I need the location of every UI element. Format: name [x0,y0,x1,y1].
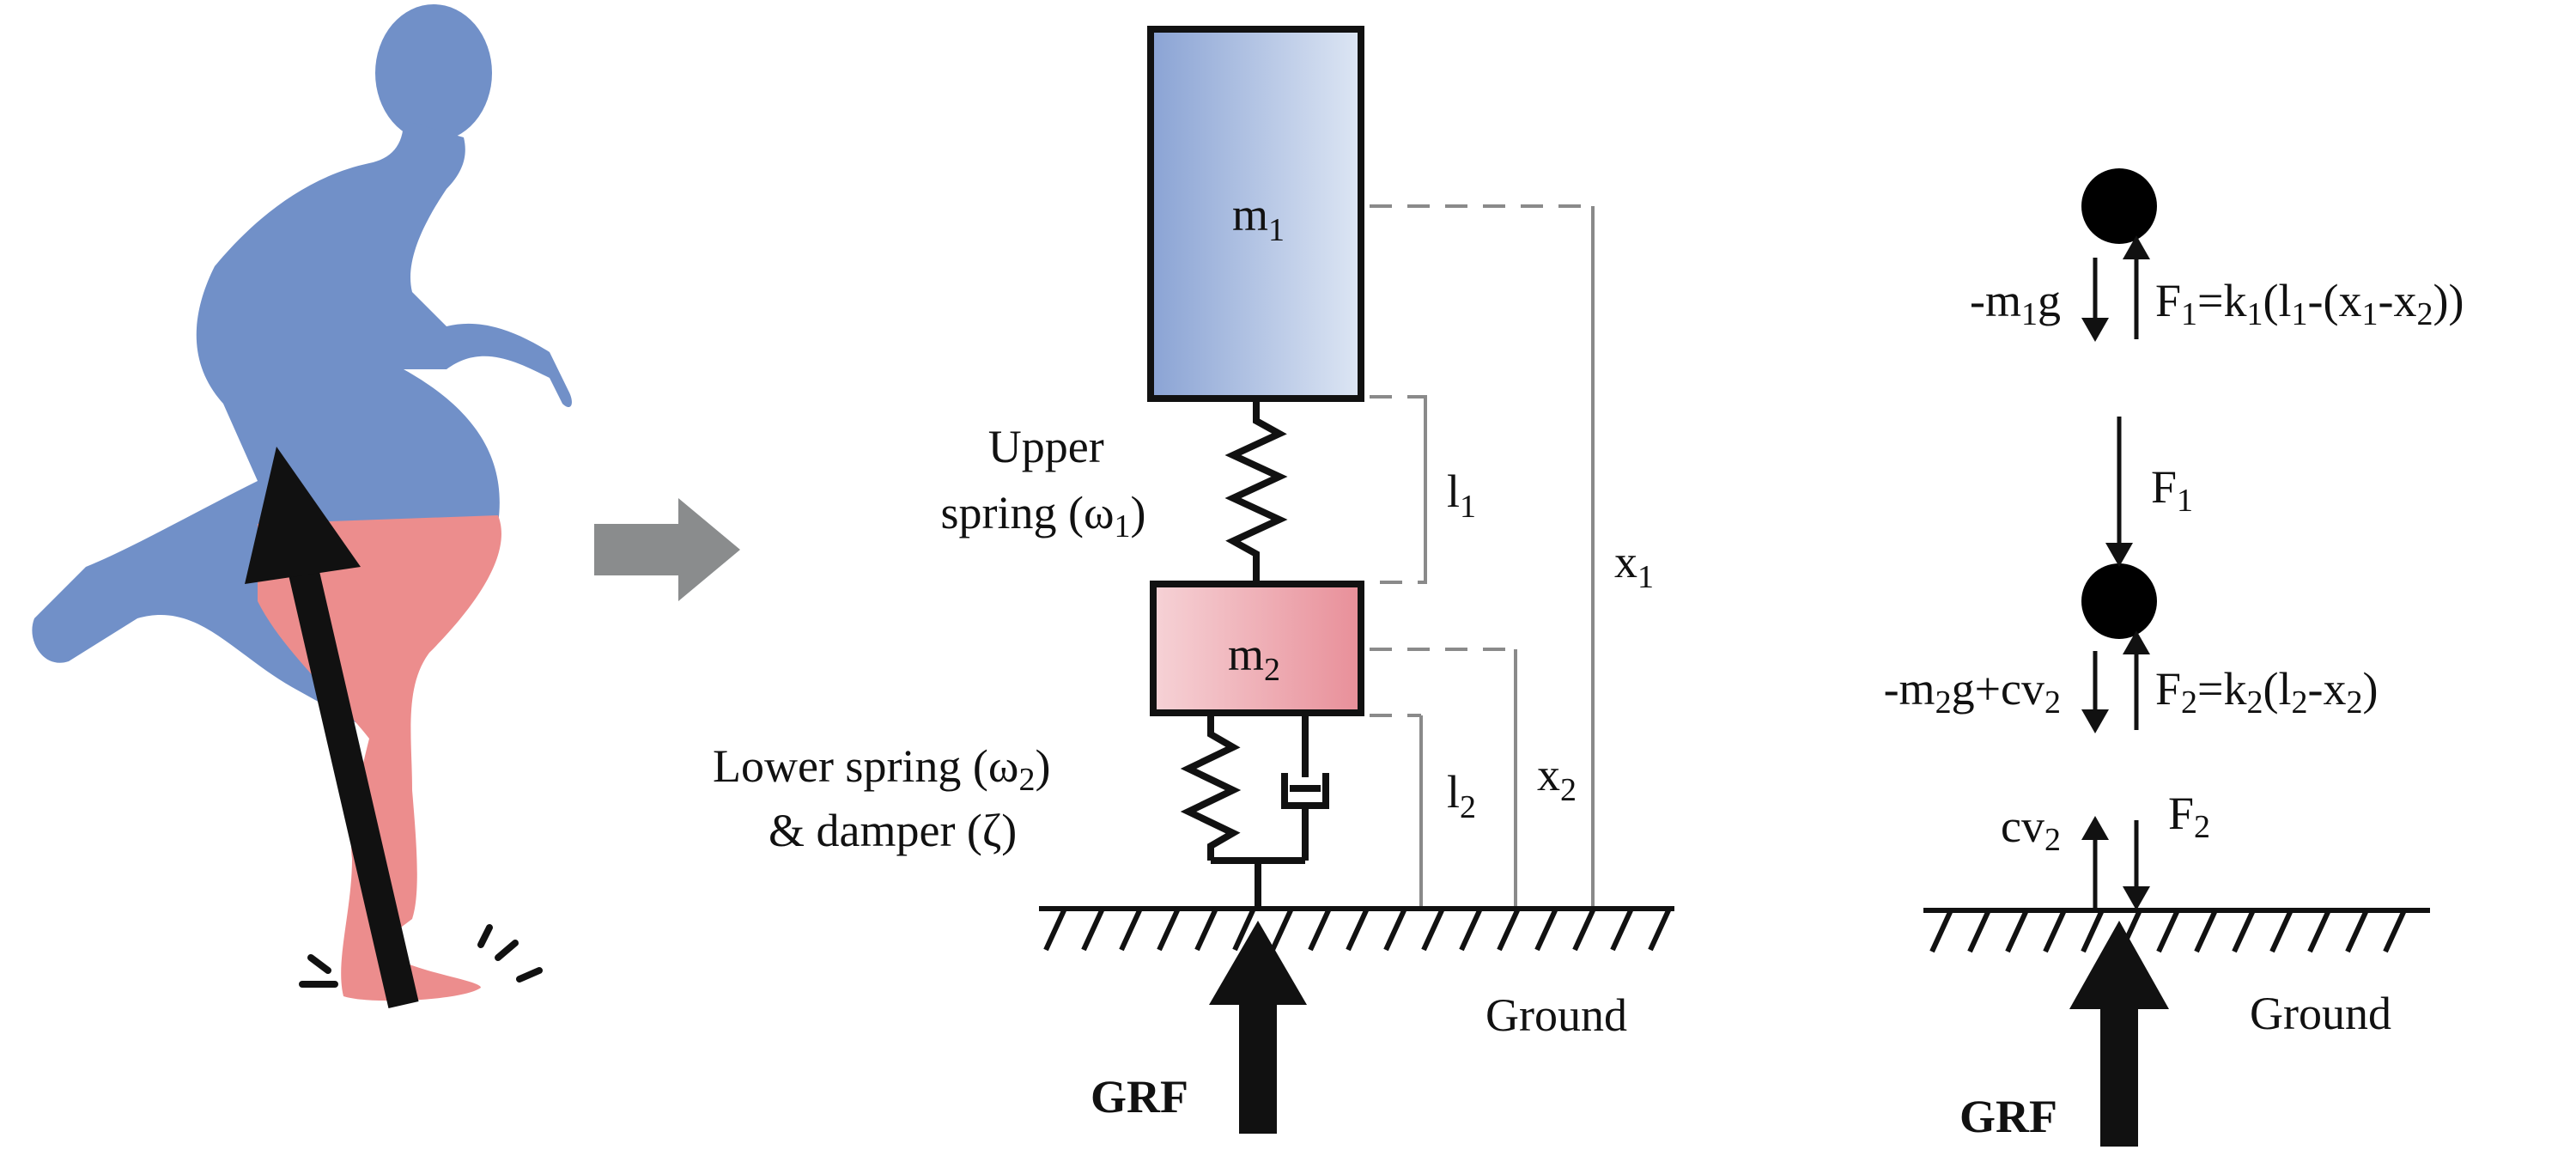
ground-line-left [1039,906,1674,952]
mass-2-dot [2081,563,2157,639]
ground-hatch-mark [1497,907,1521,952]
ground-label-right: Ground [2250,988,2391,1039]
f2-label: F2 [2168,788,2210,845]
ground-hatch-mark [1648,907,1672,952]
upper-spring-label: Upper spring (ω1) [940,421,1145,545]
runner-silhouette [32,4,572,1009]
ground-hatch-mark [2156,909,2180,953]
lower-spring-damper [1180,715,1329,910]
ground-hatch-mark [1194,907,1218,952]
m1-weight-label: -m1g [1970,275,2061,332]
ground-hatch-mark [1610,907,1634,952]
ground-hatch-mark [1043,907,1067,952]
ground-hatch-mark [1119,907,1143,952]
ground-hatch-mark [2232,909,2256,953]
mass-1-dot [2081,168,2157,244]
ground-hatch-mark [2043,909,2067,953]
ground-hatch-mark [2194,909,2218,953]
grf-label-right: GRF [1959,1091,2057,1142]
mass-1-block [1147,26,1364,402]
ground-hatch-mark [1572,907,1596,952]
l1-label: l1 [1447,465,1476,525]
m2-weight-label: -m2g+cv2 [1884,663,2061,721]
ground-hatch-mark [1421,907,1445,952]
upper-spring [1224,400,1288,582]
ground-hatch-mark [2383,909,2407,953]
ground-hatch-mark [1081,907,1105,952]
spring-mass-model: m1 m2 Upper spring (ω1) Lower spring (ω2… [713,26,1674,1134]
f2-equation: F2=k2(l2-x2) [2155,663,2378,721]
mass-2-label: m2 [1228,629,1280,688]
ground-hatch-mark [2081,909,2105,953]
grf-label-left: GRF [1091,1071,1188,1123]
f1-equation: F1=k1(l1-(x1-x2)) [2155,275,2464,332]
ground-hatch-mark [1929,909,1953,953]
x2-label: x2 [1537,749,1577,808]
ground-hatch-mark [1346,907,1370,952]
ground-hatch-mark [1459,907,1483,952]
free-body-diagram: -m1g F1=k1(l1-(x1-x2)) F1 -m2g+cv2 F2=k2… [1884,168,2464,1147]
ground-hatch-mark [1157,907,1181,952]
grf-arrow-right [2069,921,2169,1147]
transition-arrow-icon [594,498,740,601]
l2-label: l2 [1447,766,1476,825]
ground-hatch-mark [2345,909,2369,953]
cv2-label: cv2 [2001,800,2061,858]
x1-label: x1 [1614,536,1654,595]
ground-hatch-mark [1967,909,1991,953]
mass-1-label: m1 [1232,189,1285,248]
lower-spring-label: Lower spring (ω2) [713,740,1050,798]
ground-hatch-mark [1534,907,1558,952]
ground-hatch-mark [2307,909,2331,953]
ground-hatch-mark [2005,909,2029,953]
ground-hatch-mark [1308,907,1332,952]
ground-hatch-mark [2269,909,2293,953]
damper-label: & damper (ζ) [769,805,1017,856]
ground-hatch-mark [1232,907,1256,952]
ground-label-left: Ground [1485,989,1627,1041]
f1-label: F1 [2151,461,2193,519]
ground-hatch-mark [1270,907,1294,952]
ground-hatch-mark [1383,907,1407,952]
grf-arrow-left [1209,921,1307,1134]
mass-2-block [1150,581,1364,716]
